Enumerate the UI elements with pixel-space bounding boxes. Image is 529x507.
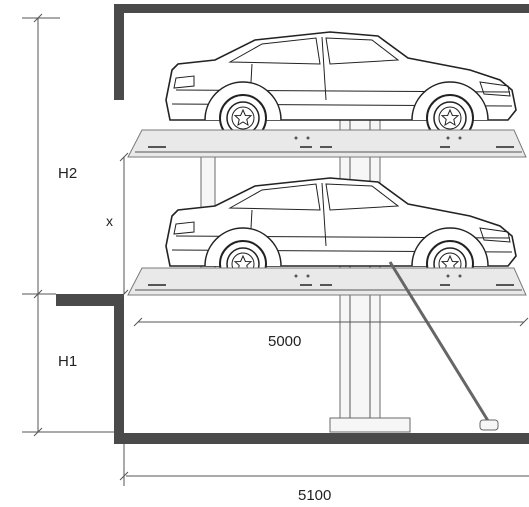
dimension-platform-length: 5000 <box>133 317 529 350</box>
dimension-pit-width: 5100 <box>119 444 529 504</box>
lower-platform <box>127 267 527 296</box>
dimension-h1: H1 <box>22 293 114 437</box>
h1-label: H1 <box>58 353 77 370</box>
h2-label: H2 <box>58 165 77 182</box>
dimension-x: x <box>106 152 129 299</box>
pit-walls <box>56 4 529 444</box>
pit-width-label: 5100 <box>298 487 331 504</box>
platform-length-label: 5000 <box>268 333 301 350</box>
x-label: x <box>106 213 113 229</box>
diagonal-strut <box>388 261 499 431</box>
upper-platform <box>127 129 527 158</box>
dimension-h2: H2 <box>22 13 77 299</box>
